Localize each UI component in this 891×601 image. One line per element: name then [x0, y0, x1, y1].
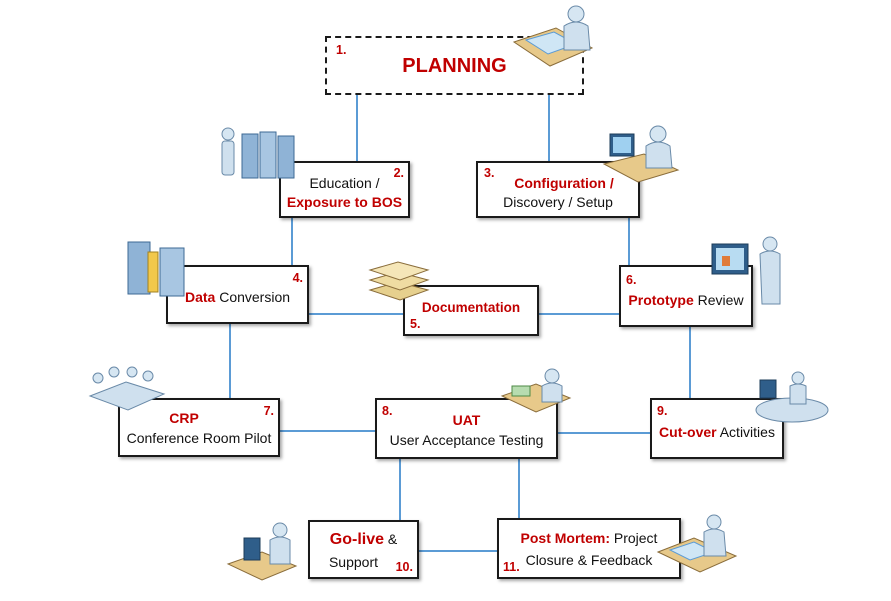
- step-number: 3.: [484, 166, 495, 180]
- connector-uat-cutover: [558, 432, 651, 434]
- postmortem-sublabel: Closure & Feedback: [525, 552, 653, 568]
- configuration-label: Configuration /: [514, 175, 614, 191]
- connector-uat-golive: [399, 458, 401, 521]
- education-sublabel: Exposure to BOS: [286, 194, 403, 210]
- cutover-bold: Cut-over: [659, 424, 717, 440]
- step-number: 1.: [336, 43, 347, 57]
- step-number: 4.: [292, 271, 303, 285]
- meeting-table-icon: [88, 366, 166, 411]
- connector-data-crp: [229, 323, 231, 398]
- data-conversion-rest: Conversion: [215, 289, 291, 305]
- step-number: 8.: [382, 404, 393, 418]
- connector-planning-education: [356, 94, 358, 162]
- connector-planning-configuration: [548, 94, 550, 162]
- postmortem-label: Post Mortem: Project: [499, 530, 679, 546]
- connector-documentation-prototype: [538, 313, 620, 315]
- step-number: 5.: [410, 317, 421, 331]
- golive-sublabel: Support: [328, 554, 379, 570]
- configuration-box: 3. Configuration / Discovery / Setup: [476, 161, 640, 218]
- workstation-icon: [226, 522, 298, 581]
- postmortem-box: 11. Post Mortem: Project Closure & Feedb…: [497, 518, 681, 579]
- step-number: 6.: [626, 273, 637, 287]
- cutover-label: Cut-over Activities: [652, 424, 782, 440]
- golive-rest: &: [384, 531, 398, 547]
- person-at-desk-icon: [656, 514, 738, 573]
- education-label: Education /: [309, 175, 380, 191]
- connector-prototype-cutover: [689, 326, 691, 398]
- crp-sublabel: Conference Room Pilot: [126, 430, 272, 446]
- data-conversion-bold: Data: [184, 289, 216, 305]
- cutover-rest: Activities: [716, 424, 775, 440]
- step-number: 11.: [503, 560, 520, 574]
- data-conversion-label: Data Conversion: [168, 289, 307, 305]
- presenter-board-icon: [711, 236, 781, 305]
- step-number: 9.: [657, 404, 668, 418]
- uat-label: UAT: [452, 412, 481, 428]
- postmortem-bold: Post Mortem:: [520, 530, 610, 546]
- prototype-rest: Review: [693, 292, 744, 308]
- education-box: 2. Education / Exposure to BOS: [279, 161, 410, 218]
- server-rack-icon: [127, 241, 185, 297]
- golive-label: Go-live &: [310, 531, 417, 549]
- prototype-box: 6. Prototype Review: [619, 265, 753, 327]
- connector-crp-uat: [279, 430, 376, 432]
- postmortem-rest: Project: [609, 530, 658, 546]
- connector-education-data: [291, 218, 293, 266]
- documentation-box: 5. Documentation: [403, 285, 539, 336]
- configuration-sublabel: Discovery / Setup: [503, 194, 613, 210]
- step-number: 7.: [263, 404, 274, 418]
- paper-stack-icon: [368, 261, 430, 301]
- prototype-bold: Prototype: [628, 292, 694, 308]
- uat-sublabel: User Acceptance Testing: [389, 432, 544, 448]
- golive-bold: Go-live: [329, 531, 384, 548]
- uat-box: 8. UAT User Acceptance Testing: [375, 398, 558, 459]
- workstation-icon: [500, 368, 572, 413]
- crp-label: CRP: [169, 410, 199, 426]
- crp-box: 7. CRP Conference Room Pilot: [118, 398, 280, 457]
- step-number: 2.: [393, 166, 404, 180]
- cutover-box: 9. Cut-over Activities: [650, 398, 784, 459]
- prototype-label: Prototype Review: [621, 292, 751, 308]
- connector-configuration-prototype: [628, 218, 630, 266]
- server-rack-icon: [221, 127, 295, 179]
- documentation-label: Documentation: [421, 300, 521, 315]
- connector-golive-postmortem: [418, 550, 499, 552]
- planning-title: PLANNING: [402, 55, 507, 77]
- connector-data-documentation: [309, 313, 405, 315]
- connector-uat-postmortem: [518, 458, 520, 519]
- golive-box: 10. Go-live & Support: [308, 520, 419, 579]
- monitor-user-icon: [602, 125, 680, 183]
- data-conversion-box: 4. Data Conversion: [166, 265, 309, 324]
- step-number: 10.: [395, 560, 413, 574]
- workstation-icon: [755, 371, 829, 423]
- person-at-desk-icon: [512, 5, 594, 67]
